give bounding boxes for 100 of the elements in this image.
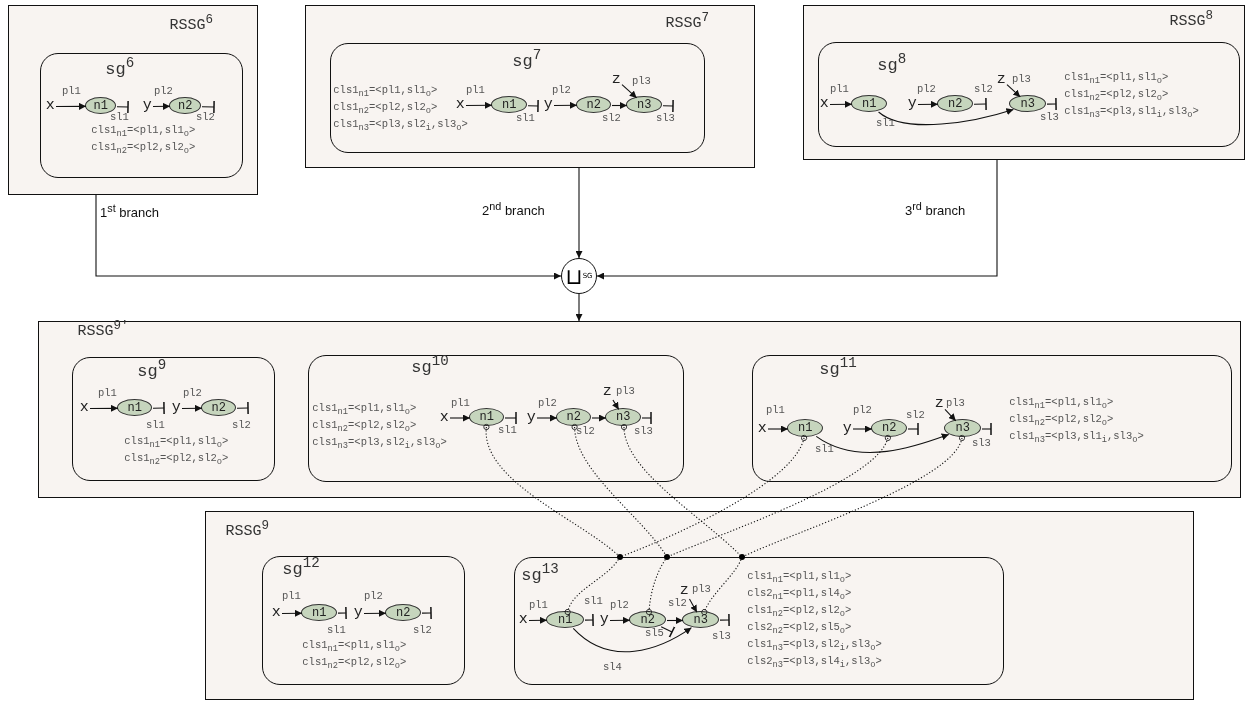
formula-text: cls1$_{n3}$=<pl3,sl1$_{i}$,sl3$_{o}$> [1064,106,1199,117]
input-label: z [934,395,945,412]
graph-panel [205,511,1194,700]
subgraph-box [39,52,243,178]
output-line [719,613,730,627]
input-label: y [907,95,918,112]
state-ellipse: n2 [629,611,667,629]
arrow [621,84,638,99]
formula-text: cls1$_{n3}$=<pl3,sl1$_{i}$,sl3$_{o}$> [1009,431,1144,442]
output-line [152,401,165,415]
edge-label: sl2 [974,84,993,95]
output-line [116,100,129,114]
formula-text: cls1$_{n2}$=<pl2,sl2$_{o}$> [91,142,196,153]
formula-text: cls1$_{n2}$=<pl2,sl2$_{o}$> [312,420,417,431]
subgraph-box [751,354,1232,482]
output-line [660,625,676,639]
edge-label: sl1 [876,118,895,129]
output-line [236,401,249,415]
arrow [852,425,873,433]
edge-label: pl3 [616,386,635,397]
edge-label: pl1 [466,85,485,96]
subgraph-box [329,42,705,153]
state-ellipse: n3 [944,419,982,438]
state-ellipse: n1 [491,96,528,114]
edge-label: pl2 [610,600,629,611]
arrow [767,425,789,433]
state-ellipse: n3 [605,408,642,427]
edge-label: pl2 [917,84,936,95]
output-line [1046,97,1057,111]
output-line [973,97,987,111]
union-operator: ⊔$^{SG}$ [561,258,597,294]
output-line [981,422,992,436]
input-label: x [271,604,282,621]
edge-label: pl2 [538,398,557,409]
arrow [609,616,631,624]
output-line [907,422,919,436]
output-line [662,99,674,113]
output-line [641,411,652,425]
input-label: x [45,97,56,114]
output-line [527,99,539,113]
input-label: y [526,409,537,426]
subgraph-box [817,41,1240,147]
edge-label: pl2 [364,591,383,602]
state-ellipse: n2 [937,95,974,113]
edge-label: pl1 [451,398,470,409]
graph-panel [38,321,1241,498]
state-ellipse: n1 [85,97,117,115]
state-ellipse: n2 [385,604,422,622]
input-label: z [611,71,622,88]
formula-text: cls1$_{n1}$=<pl1,sl1$_{o}$> [312,403,417,414]
edge-label: sl3 [972,438,991,449]
edge-label: 2$^{nd}$ branch [482,204,545,217]
edge-label: sl3 [634,426,653,437]
input-label: z [602,383,613,400]
state-ellipse: n3 [682,611,720,629]
graph-panel [803,5,1245,160]
state-ellipse: n2 [201,399,237,417]
arrow [591,414,607,422]
arrow [666,617,684,624]
formula-text: cls1$_{n1}$=<pl1,sl1$_{o}$> [1009,397,1114,408]
edge-label: sl1 [327,625,346,636]
arrow [536,414,558,422]
edge-label: sl1 [584,596,603,607]
formula-text: cls1$_{n1}$=<pl1,sl1$_{o}$> [1064,72,1169,83]
formula-text: cls1$_{n1}$=<pl1,sl1$_{o}$> [91,125,196,136]
edge-label: pl1 [98,388,117,399]
edge-label: sl2 [602,113,621,124]
state-ellipse: n2 [169,97,202,115]
output-line [201,100,215,114]
input-label: x [819,95,830,112]
subgraph-box [71,356,275,481]
arrow [611,102,628,109]
edge-label: pl1 [529,600,548,611]
arrow [917,100,939,108]
arrow [465,101,493,109]
input-label: x [79,399,90,416]
input-label: x [518,611,529,628]
arrow [281,609,303,617]
formula-text: cls1$_{n1}$=<pl1,sl1$_{o}$> [124,436,229,447]
input-label: z [996,71,1007,88]
arrow [575,167,583,259]
edge-label: sl2 [413,625,432,636]
input-label: z [679,582,690,599]
arrow [829,100,853,108]
formula-text: cls2$_{n2}$=<pl2,sl5$_{o}$> [747,622,852,633]
formula-text: cls1$_{n2}$=<pl2,sl2$_{o}$> [124,453,229,464]
edge-label: pl2 [183,388,202,399]
edge-label: sl2 [906,410,925,421]
input-label: y [142,97,153,114]
formula-text: cls1$_{n1}$=<pl1,sl1$_{o}$> [333,85,438,96]
edge-label: sl4 [603,662,622,673]
edge-label: pl2 [853,405,872,416]
formula-text: cls1$_{n3}$=<pl3,sl2$_{i}$,sl3$_{o}$> [747,639,882,650]
edge-label: pl3 [1012,74,1031,85]
junction-dot [616,553,623,560]
subgraph-box [261,555,465,685]
arrow [449,414,471,422]
subgraph-box [513,556,1004,685]
edge-label: pl1 [282,591,301,602]
output-line [421,606,432,620]
